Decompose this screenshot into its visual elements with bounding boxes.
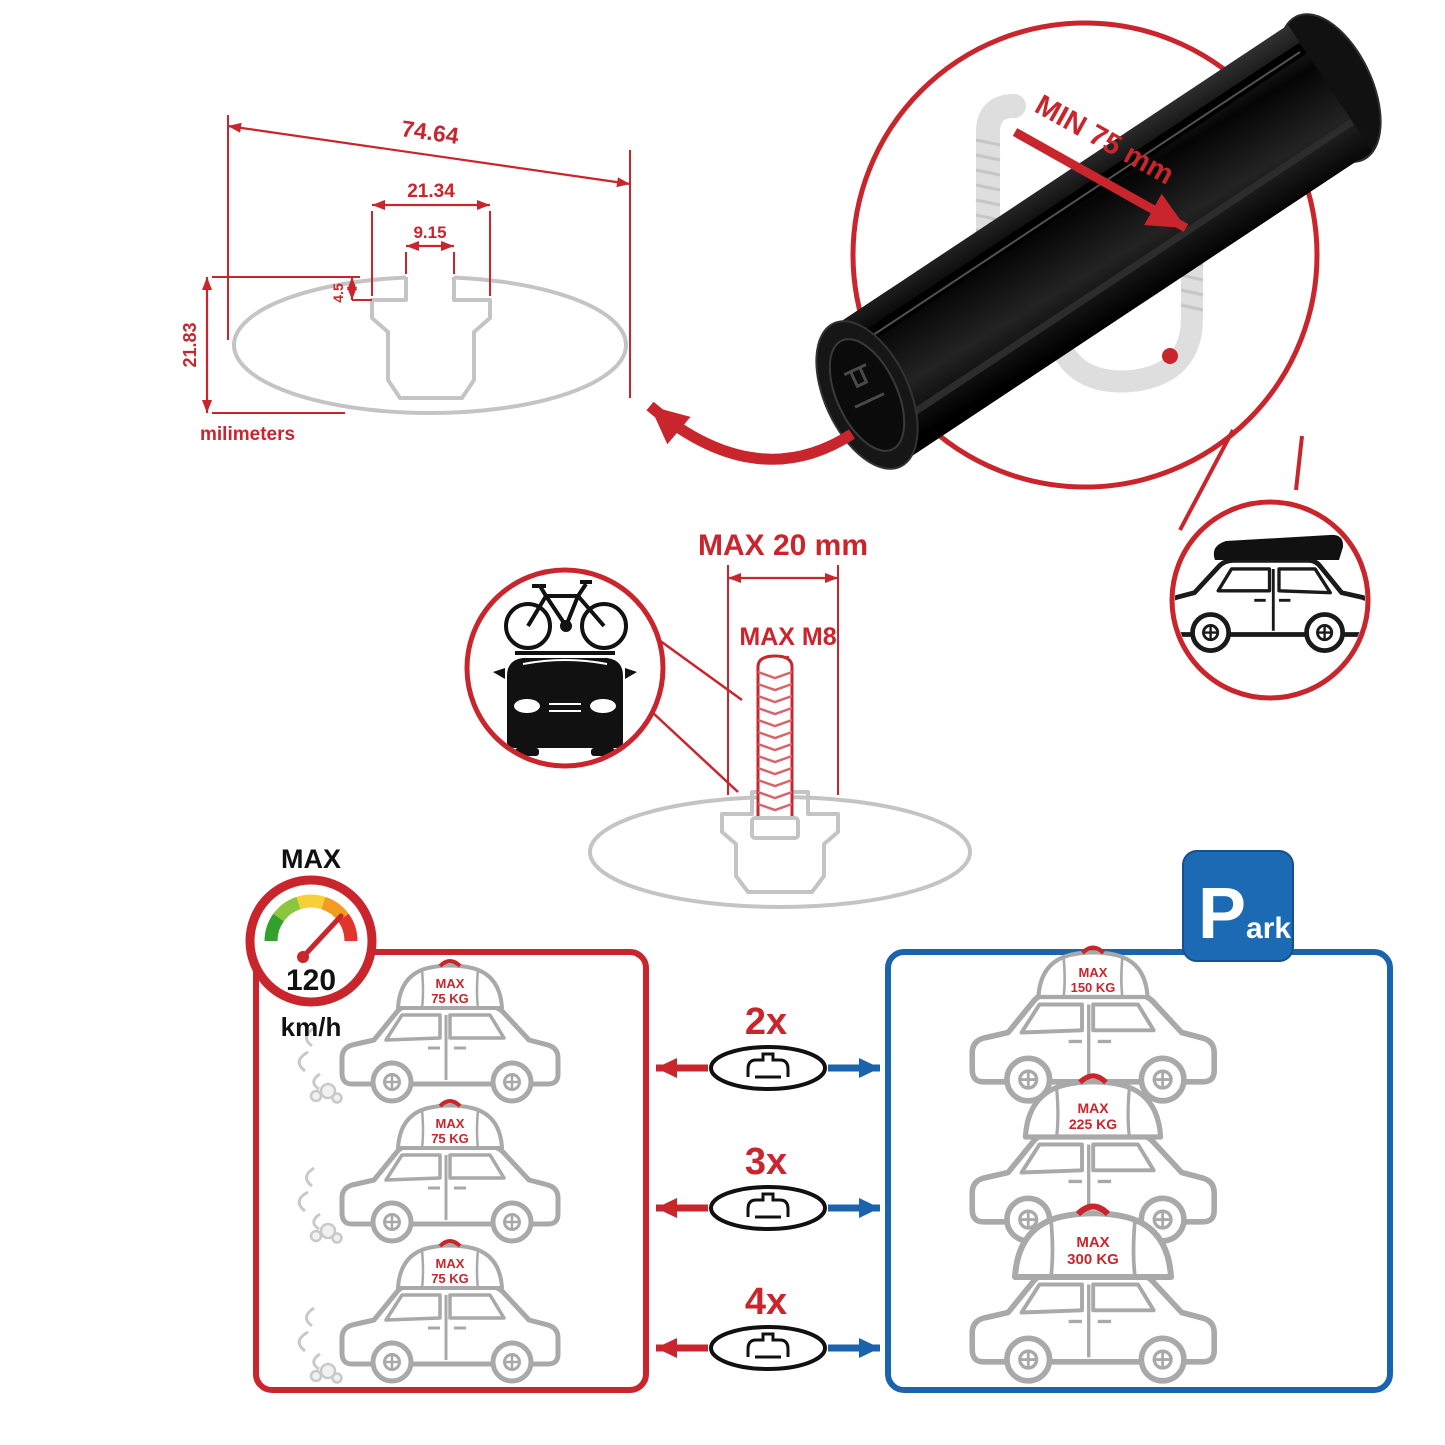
load-label-line2: 300 KG bbox=[1067, 1251, 1119, 1268]
bolt-icon bbox=[750, 654, 800, 840]
bike-callout-line bbox=[658, 638, 743, 702]
load-label-line2: 75 KG bbox=[431, 1271, 469, 1286]
parking-sign-letter: P bbox=[1198, 874, 1246, 954]
parked-car: MAX 150 KG bbox=[972, 948, 1214, 1101]
roofbox-car-circle bbox=[1169, 499, 1371, 701]
callout-connector bbox=[1178, 429, 1235, 531]
load-label-line1: MAX bbox=[436, 1116, 465, 1131]
load-comparison-section: Park MAX 75 KG MAX 75 KG MAX 75 KG bbox=[245, 844, 1393, 1393]
crossbar-end-icon bbox=[709, 1045, 827, 1091]
load-label-line1: MAX bbox=[436, 976, 465, 991]
callout-connector bbox=[1294, 435, 1304, 491]
profile-dimension-diagram: 74.64 21.34 9.15 4.5 21.83 mil bbox=[180, 115, 631, 445]
roof-box-icon bbox=[1213, 534, 1344, 560]
zoom-circle bbox=[850, 20, 1320, 490]
svg-text:Park: Park bbox=[1198, 874, 1291, 954]
bolt-spec-diagram: MAX 20 mm MAX M8 bbox=[464, 529, 972, 909]
parking-sign: Park bbox=[1182, 850, 1294, 962]
crossbar-end-icon bbox=[709, 1325, 827, 1371]
dim-slot-outer-label: 21.34 bbox=[407, 181, 455, 202]
t-slot-profile-fill bbox=[372, 272, 490, 398]
multiplier-row: 4x bbox=[656, 1281, 880, 1371]
dim-total-height: 21.83 bbox=[180, 276, 360, 414]
car-front-icon bbox=[493, 651, 637, 756]
clamp-rod-icon bbox=[975, 94, 1204, 393]
load-label-line2: 75 KG bbox=[431, 991, 469, 1006]
bicycle-icon bbox=[504, 580, 628, 650]
dim-slot-outer: 21.34 bbox=[371, 181, 491, 296]
dim-slot-depth-label: 4.5 bbox=[330, 283, 346, 303]
crossbar-end-inner bbox=[828, 338, 906, 452]
multiplier-row: 3x bbox=[656, 1141, 880, 1231]
multiplier-label: 3x bbox=[745, 1141, 787, 1183]
load-label-line2: 150 KG bbox=[1071, 980, 1116, 995]
speed-value: 120 bbox=[286, 964, 336, 997]
units-label: milimeters bbox=[200, 424, 295, 445]
crossbar-groove-highlight bbox=[836, 51, 1301, 360]
load-label-line1: MAX bbox=[436, 1256, 465, 1271]
load-label-line1: MAX bbox=[1077, 1100, 1109, 1116]
bike-callout-line bbox=[651, 711, 739, 793]
bolt-width-dimension: MAX 20 mm bbox=[698, 529, 868, 795]
multiplier-row: 2x bbox=[656, 1001, 880, 1091]
crossbar-end-icon bbox=[709, 1185, 827, 1231]
driving-car: MAX 75 KG bbox=[297, 1099, 558, 1244]
min-span-arrow bbox=[1012, 128, 1189, 232]
load-label-line2: 225 KG bbox=[1069, 1116, 1117, 1132]
clamp-indicator-dot bbox=[1162, 348, 1178, 364]
parking-sign-rest: ark bbox=[1246, 912, 1291, 945]
dim-slot-inner-label: 9.15 bbox=[413, 223, 446, 242]
dim-slot-inner: 9.15 bbox=[405, 223, 455, 274]
callout-arrow-to-diagram bbox=[646, 401, 855, 465]
bolt-head bbox=[750, 816, 800, 840]
bar-detail-callout: MIN 75 mm bbox=[646, 13, 1382, 701]
load-label-line1: MAX bbox=[1076, 1234, 1109, 1251]
multiplier-label: 4x bbox=[745, 1281, 787, 1323]
t-slot-profile-outline bbox=[370, 277, 492, 400]
load-label-line1: MAX bbox=[1079, 965, 1108, 980]
bolt-threads bbox=[757, 670, 793, 812]
load-label-line2: 75 KG bbox=[431, 1131, 469, 1146]
dim-total-height-label: 21.83 bbox=[180, 322, 200, 367]
parked-car: MAX 300 KG bbox=[972, 1207, 1214, 1381]
speed-limit-gauge: MAX 120 km/h bbox=[245, 844, 377, 1042]
crossbar-render bbox=[815, 13, 1382, 470]
dim-total-width-label: 74.64 bbox=[400, 115, 461, 149]
rail-profile-icon bbox=[720, 790, 840, 894]
dim-slot-depth: 4.5 bbox=[330, 277, 372, 303]
multiplier-label: 2x bbox=[745, 1001, 787, 1043]
speedometer-icon bbox=[264, 894, 358, 942]
bolt-width-label: MAX 20 mm bbox=[698, 529, 868, 562]
parked-car: MAX 225 KG bbox=[972, 1076, 1214, 1241]
end-cap-slot-lines bbox=[843, 363, 885, 409]
crossbar-body bbox=[825, 25, 1372, 458]
speed-max-label: MAX bbox=[281, 844, 341, 874]
dim-total-width: 74.64 bbox=[227, 115, 631, 398]
bolt-thread-label: MAX M8 bbox=[739, 623, 836, 651]
speed-units: km/h bbox=[281, 1012, 342, 1042]
roofbox-car-callout bbox=[1169, 499, 1371, 701]
gauge-needle-pivot bbox=[297, 951, 309, 963]
gauge-needle-icon bbox=[300, 913, 344, 960]
bike-car-callout bbox=[464, 567, 743, 793]
crossbar-sheen bbox=[887, 119, 1354, 432]
crossbar-groove bbox=[836, 42, 1307, 361]
driving-car: MAX 75 KG bbox=[297, 959, 558, 1104]
bike-car-circle bbox=[464, 567, 666, 769]
driving-car: MAX 75 KG bbox=[297, 1239, 558, 1384]
